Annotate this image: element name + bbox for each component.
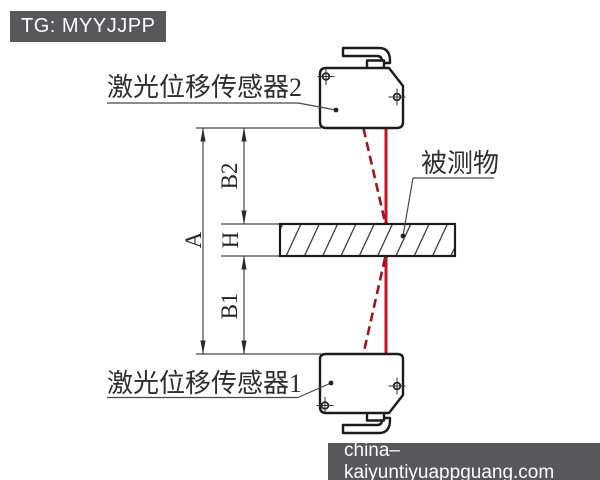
site-watermark-text: china–kaiyuntiyuappguang.com (344, 439, 555, 480)
dim-label-B2: B2 (217, 163, 242, 190)
sensor1-label: 激光位移传感器1 (107, 369, 302, 398)
screw-mark-icon (388, 88, 406, 106)
laser-sensor-2 (317, 46, 406, 130)
callout-sensor2: 激光位移传感器2 (107, 73, 339, 113)
extension-lines (196, 127, 321, 355)
screw-mark-icon (316, 397, 334, 413)
screw-mark-icon (388, 377, 406, 395)
dim-label-B1: B1 (217, 293, 242, 320)
hatch-pattern (281, 225, 454, 255)
dim-label-A: A (181, 231, 206, 248)
object-label: 被测物 (421, 149, 499, 178)
callout-sensor1: 激光位移传感器1 (107, 369, 334, 399)
screw-mark-icon (317, 68, 335, 85)
laser-reflected-top (362, 128, 387, 223)
measured-object (278, 222, 457, 258)
callout-object: 被测物 (400, 149, 499, 239)
laser-sensor-1 (316, 352, 406, 435)
sensor2-body (318, 66, 405, 130)
source-tag-badge: TG: MYYJJPP (10, 11, 167, 42)
dimension-lines (200, 128, 247, 354)
sensor1-body (318, 352, 405, 415)
dim-label-H: H (218, 232, 243, 249)
sensor2-label: 激光位移传感器2 (107, 73, 302, 102)
laser-reflected-bottom (362, 257, 387, 354)
source-tag-text: TG: MYYJJPP (21, 15, 156, 37)
site-watermark: china–kaiyuntiyuappguang.com (328, 439, 600, 480)
